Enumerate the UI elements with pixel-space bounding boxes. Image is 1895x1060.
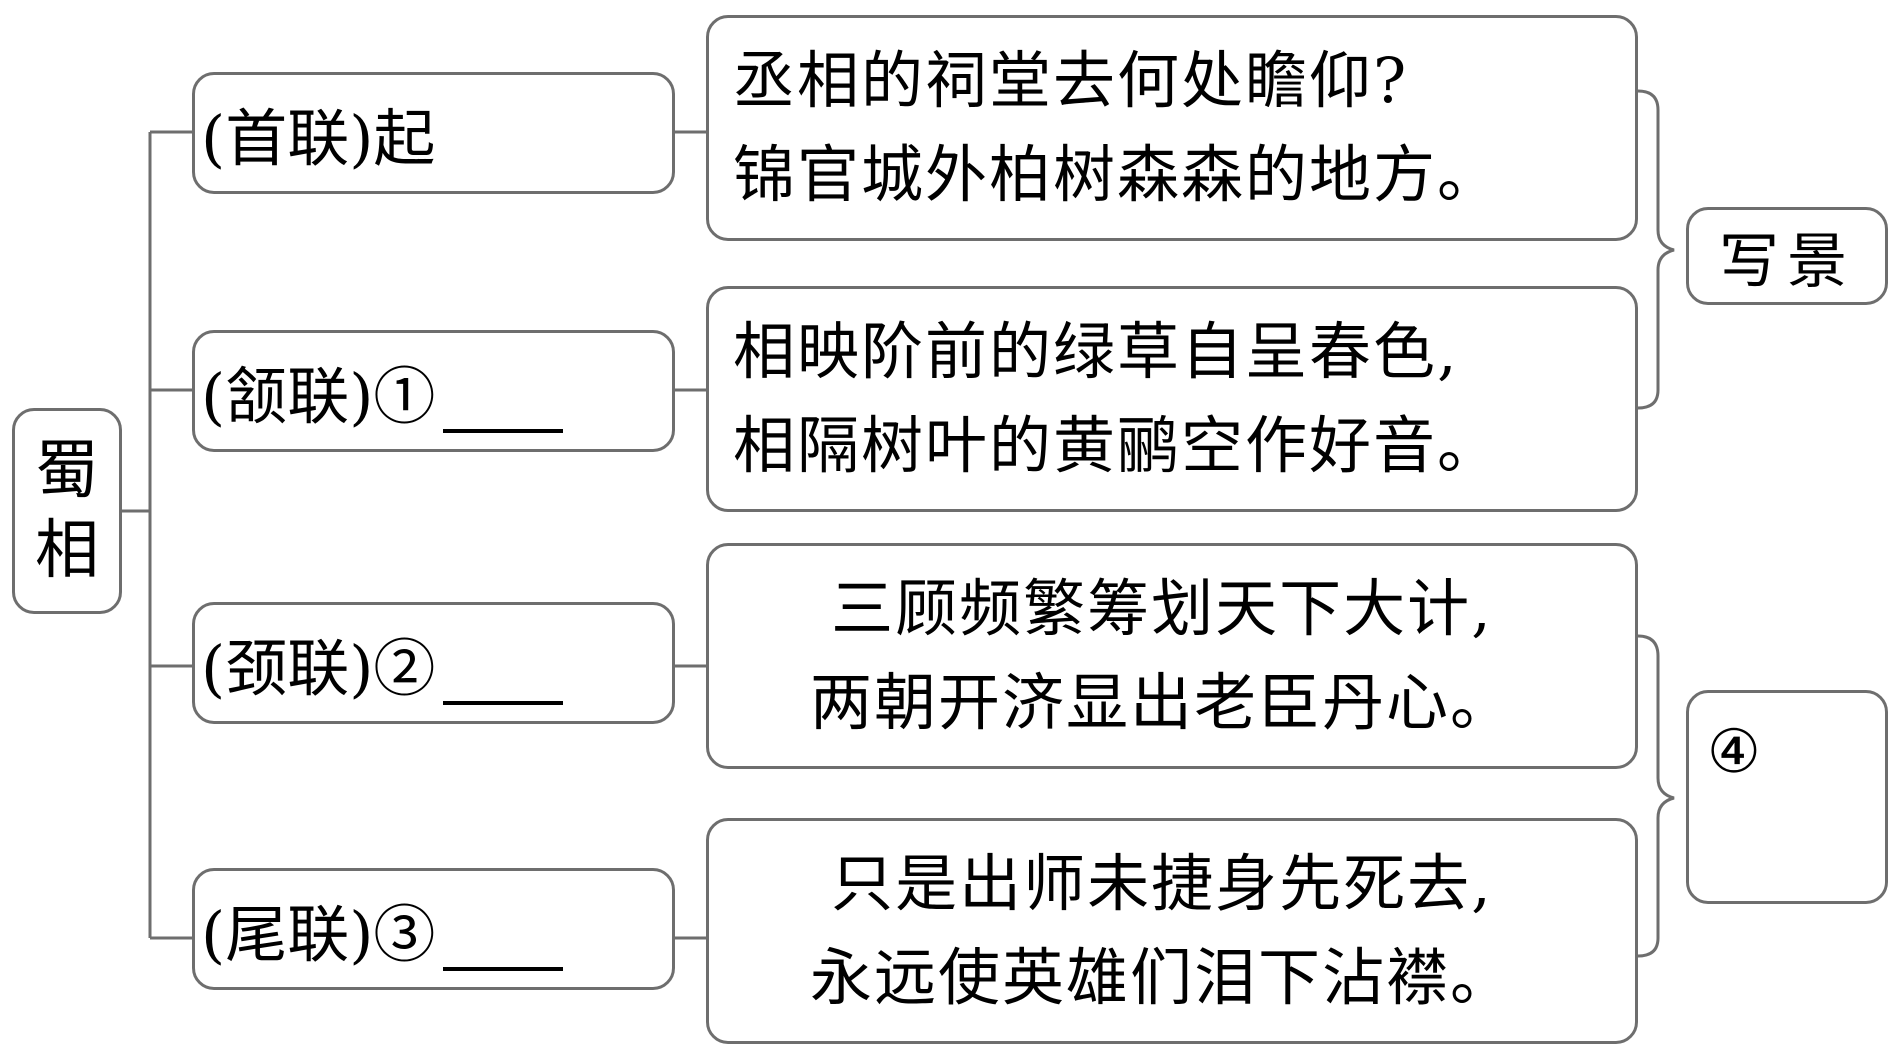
poem-line: 相映阶前的绿草自呈春色, (733, 315, 1459, 388)
poem-line: 两朝开济显出老臣丹心。 (809, 666, 1514, 739)
answer-blank-2[interactable] (443, 641, 564, 705)
poem-box-3: 三顾频繁筹划天下大计, 两朝开济显出老臣丹心。 (706, 543, 1638, 769)
stage-label: (首联)起 (201, 102, 436, 175)
brace-2 (1637, 634, 1675, 958)
poem-line: 只是出师未捷身先死去, (831, 847, 1493, 920)
root-label-1: 蜀 (35, 434, 99, 508)
stage-node-2: (颔联)① (192, 330, 675, 452)
poem-box-2: 相映阶前的绿草自呈春色, 相隔树叶的黄鹂空作好音。 (706, 286, 1638, 512)
root-node: 蜀 相 (12, 408, 122, 614)
stage-label: (颔联)① (201, 360, 436, 433)
summary-label: 写景 (1719, 226, 1855, 297)
poem-box-4: 只是出师未捷身先死去, 永远使英雄们泪下沾襟。 (706, 818, 1638, 1044)
summary-box-scenery: 写景 (1686, 207, 1888, 305)
answer-blank-1[interactable] (443, 369, 564, 433)
answer-blank-3[interactable] (443, 907, 564, 971)
stage-node-4: (尾联)③ (192, 868, 675, 990)
brace-1 (1637, 89, 1675, 410)
poem-line: 相隔树叶的黄鹂空作好音。 (733, 409, 1502, 482)
poem-line: 永远使英雄们泪下沾襟。 (809, 941, 1514, 1014)
stage-node-1: (首联)起 (192, 72, 675, 194)
summary-label: ④ (1707, 717, 1761, 787)
root-label-2: 相 (35, 514, 99, 588)
poem-box-1: 丞相的祠堂去何处瞻仰? 锦官城外柏树森森的地方。 (706, 15, 1638, 241)
poem-line: 三顾频繁筹划天下大计, (831, 572, 1493, 645)
poem-line: 锦官城外柏树森森的地方。 (733, 138, 1502, 211)
stage-node-3: (颈联)② (192, 602, 675, 724)
stage-label: (尾联)③ (201, 898, 436, 971)
poem-line: 丞相的祠堂去何处瞻仰? (733, 44, 1409, 117)
stage-label: (颈联)② (201, 632, 436, 705)
summary-box-answer[interactable]: ④ (1686, 690, 1888, 904)
